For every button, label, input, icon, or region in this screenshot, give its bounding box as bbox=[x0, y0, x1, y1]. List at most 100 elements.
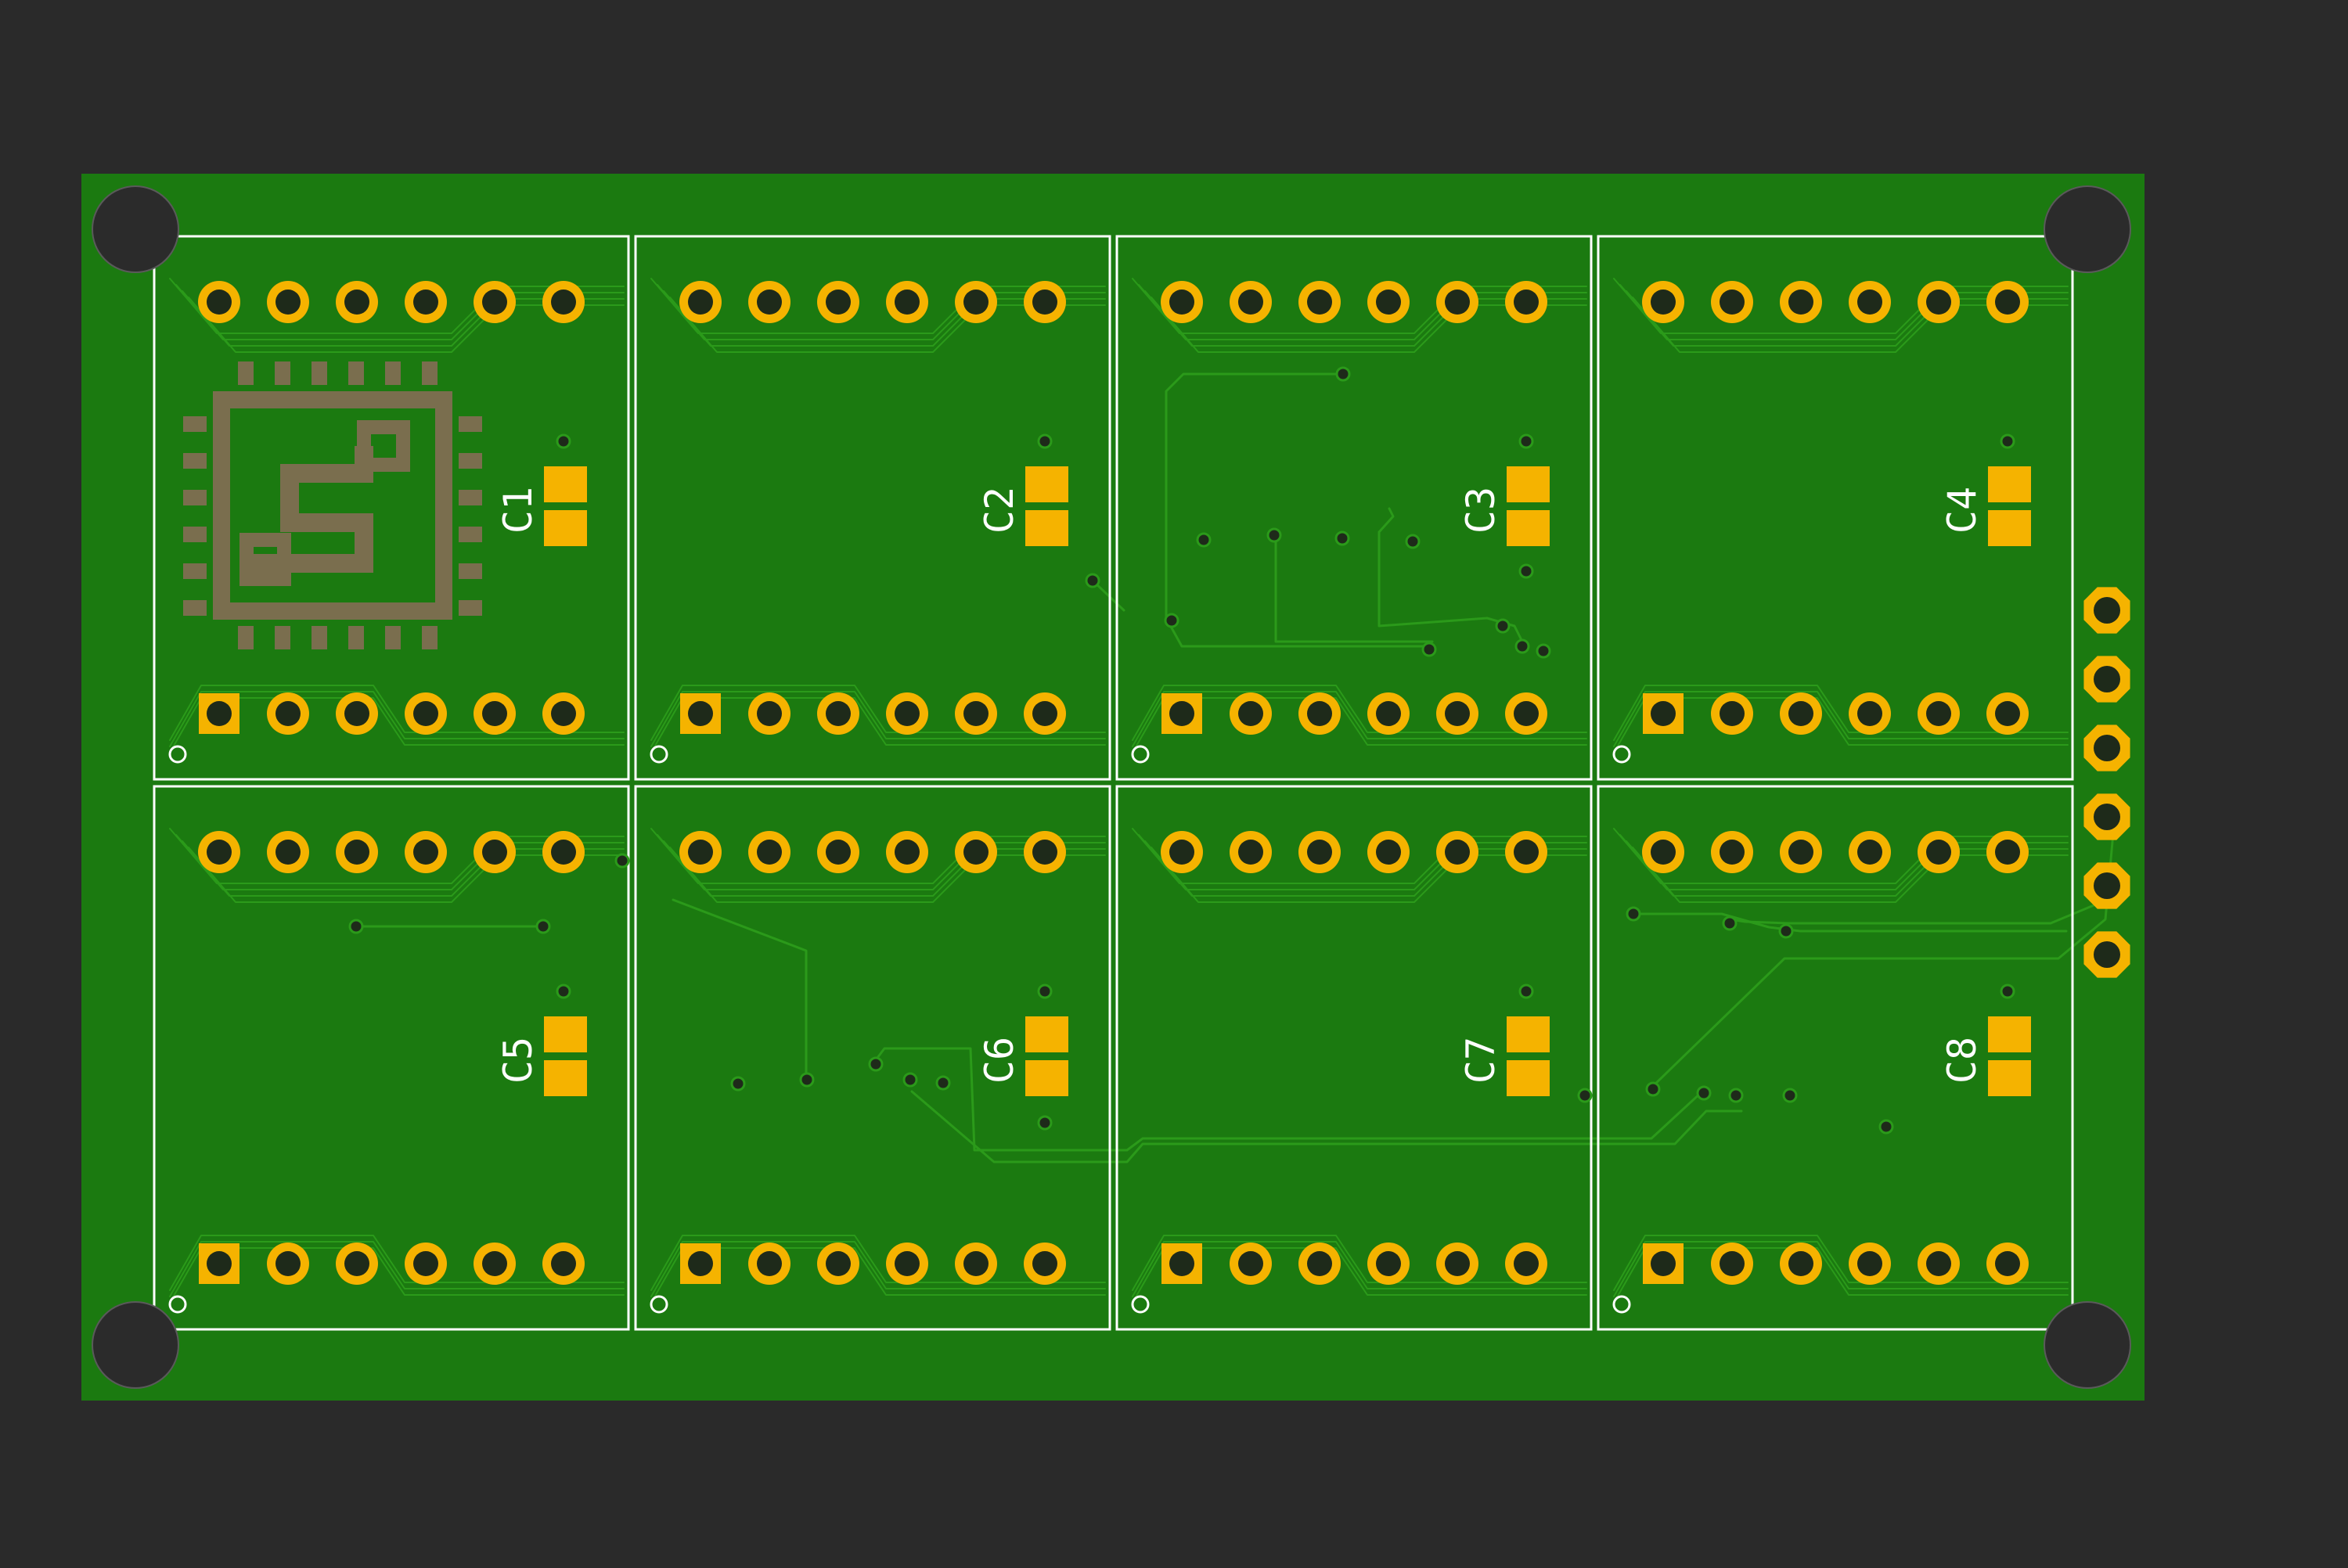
copper-trace bbox=[169, 697, 625, 753]
via bbox=[1577, 1088, 1593, 1103]
pin-drill bbox=[275, 1251, 301, 1276]
copper-trace bbox=[910, 1090, 1743, 1163]
via bbox=[614, 853, 630, 869]
via bbox=[1518, 984, 1534, 999]
copper-trace bbox=[650, 1241, 1106, 1297]
header-pin-drill bbox=[2094, 597, 2120, 624]
capacitor-label: C3 bbox=[1458, 487, 1504, 534]
pin-drill bbox=[1651, 840, 1676, 865]
logo-pin bbox=[348, 361, 364, 385]
logo-pin bbox=[183, 453, 207, 469]
pin-drill bbox=[275, 701, 301, 726]
copper-trace bbox=[1613, 1247, 2069, 1304]
pin-drill bbox=[688, 701, 713, 726]
pin-1-marker bbox=[1612, 745, 1631, 764]
mounting-hole-icon bbox=[2044, 1301, 2131, 1389]
logo-pin bbox=[275, 626, 290, 649]
pin-drill bbox=[1376, 701, 1401, 726]
capacitor-pad bbox=[1507, 510, 1550, 546]
via bbox=[1335, 366, 1351, 382]
copper-trace bbox=[1165, 372, 1432, 648]
via bbox=[1778, 923, 1794, 939]
logo-pin bbox=[348, 626, 364, 649]
capacitor-pad bbox=[1988, 466, 2031, 502]
via bbox=[1722, 915, 1738, 931]
pin-drill bbox=[1514, 840, 1539, 865]
logo-pin bbox=[422, 361, 438, 385]
pin-drill bbox=[1445, 1251, 1470, 1276]
pin-drill bbox=[1032, 290, 1057, 315]
edge-pin-header[interactable] bbox=[2083, 587, 2130, 978]
pin-drill bbox=[551, 1251, 576, 1276]
via bbox=[2000, 433, 2015, 449]
pin-drill bbox=[963, 290, 989, 315]
pin-drill bbox=[482, 840, 507, 865]
pin-drill bbox=[1376, 840, 1401, 865]
module-outline bbox=[634, 235, 1111, 781]
logo-square bbox=[239, 533, 291, 586]
via bbox=[556, 433, 571, 449]
pin-drill bbox=[1995, 1251, 2020, 1276]
module-footprint: C8 bbox=[1597, 785, 2074, 1331]
copper-trace bbox=[1132, 1241, 1587, 1297]
via bbox=[1696, 1085, 1712, 1101]
module-footprint: C4 bbox=[1597, 235, 2074, 781]
pin-drill bbox=[1514, 1251, 1539, 1276]
copper-trace bbox=[1613, 1235, 2069, 1291]
copper-trace bbox=[1151, 297, 1587, 353]
copper-trace bbox=[1613, 697, 2069, 753]
via bbox=[1421, 642, 1437, 657]
pin-drill bbox=[207, 290, 232, 315]
pin-drill bbox=[688, 840, 713, 865]
module-footprint: C1 bbox=[153, 235, 630, 781]
module-outline bbox=[153, 235, 630, 781]
capacitor-label: C2 bbox=[977, 487, 1022, 534]
copper-trace bbox=[1377, 530, 1528, 651]
copper-trace bbox=[1613, 1241, 2069, 1297]
capacitor-pad bbox=[1025, 510, 1068, 546]
via bbox=[1037, 984, 1053, 999]
copper-trace bbox=[669, 297, 1106, 353]
pin-drill bbox=[1445, 840, 1470, 865]
pin-drill bbox=[1238, 1251, 1263, 1276]
board-logo-icon bbox=[183, 361, 482, 649]
pin-drill bbox=[1032, 840, 1057, 865]
pin-drill bbox=[1926, 701, 1951, 726]
logo-square bbox=[357, 420, 410, 472]
pin-drill bbox=[1857, 1251, 1882, 1276]
copper-trace bbox=[1377, 507, 1395, 534]
via bbox=[1878, 1119, 1894, 1135]
pin-drill bbox=[1788, 840, 1813, 865]
via bbox=[1728, 1088, 1744, 1103]
header-pin-drill bbox=[2094, 735, 2120, 761]
pin-drill bbox=[895, 701, 920, 726]
copper-trace bbox=[169, 691, 625, 747]
pin-drill bbox=[826, 701, 851, 726]
pin-drill bbox=[1995, 840, 2020, 865]
header-pin-drill bbox=[2094, 941, 2120, 968]
copper-trace bbox=[1132, 1247, 1587, 1304]
pin-drill bbox=[1926, 840, 1951, 865]
pin-drill bbox=[895, 840, 920, 865]
via bbox=[902, 1072, 918, 1088]
copper-trace bbox=[1132, 691, 1587, 747]
pin-drill bbox=[207, 840, 232, 865]
pin-1-marker bbox=[650, 1295, 668, 1314]
logo-pin bbox=[312, 361, 327, 385]
pin-drill bbox=[757, 840, 782, 865]
capacitor-pad bbox=[544, 1060, 587, 1096]
copper-trace bbox=[188, 297, 625, 353]
logo-s-path bbox=[245, 446, 373, 575]
pin-drill bbox=[1445, 290, 1470, 315]
logo-pin bbox=[183, 600, 207, 616]
mounting-holes bbox=[92, 185, 2131, 1389]
pin-drill bbox=[413, 701, 438, 726]
via bbox=[1196, 532, 1212, 548]
pin-drill bbox=[757, 701, 782, 726]
module-outline bbox=[1115, 235, 1593, 781]
pin-drill bbox=[344, 840, 369, 865]
logo-pin bbox=[238, 361, 254, 385]
pin-drill bbox=[1032, 701, 1057, 726]
